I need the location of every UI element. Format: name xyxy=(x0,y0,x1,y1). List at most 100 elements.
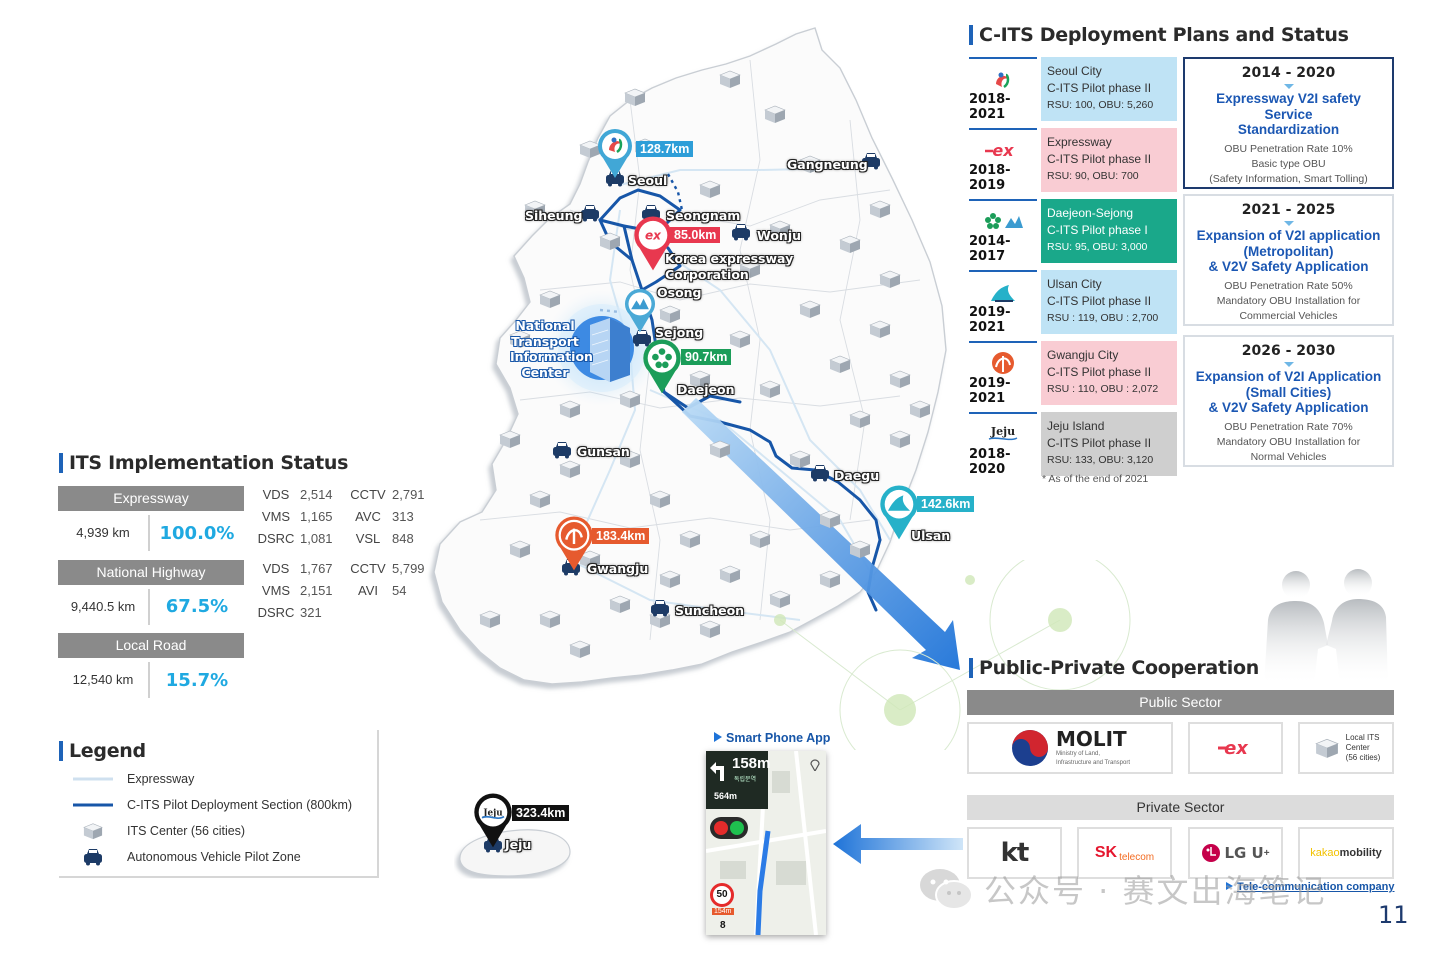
cits-phase: C-ITS Pilot phase I xyxy=(1047,223,1148,237)
plan-detail-line: Mandatory OBU Installation for xyxy=(1216,294,1361,307)
down-arrow-icon xyxy=(1283,221,1294,226)
ppc-section-title: Public-Private Cooperation xyxy=(969,658,1259,678)
cits-logo-cell: Jeju 2018-2020 xyxy=(969,412,1037,478)
cits-units: RSU: 133, OBU: 3,120 xyxy=(1047,454,1154,466)
city-label-siheung: Siheung xyxy=(525,208,583,223)
equipment-count: 2,151 xyxy=(300,582,333,598)
svg-text:ex: ex xyxy=(1224,738,1249,758)
cits-years: 2019-2021 xyxy=(969,376,1011,406)
equipment-type: VMS xyxy=(261,582,291,598)
city-label-ulsan: Ulsan xyxy=(911,528,951,543)
its-road-stats: 12,540 km 15.7% xyxy=(58,658,244,702)
cits-status-list: 2018-2021 Seoul City C-ITS Pilot phase I… xyxy=(969,57,1177,483)
plan-detail-line: Commercial Vehicles xyxy=(1239,309,1338,322)
city-label-osong: Osong xyxy=(657,285,702,300)
plan-goal-line: Expressway V2I safety xyxy=(1216,91,1361,106)
equipment-type: VSL xyxy=(355,531,381,546)
plan-detail-line: Basic type OBU xyxy=(1251,157,1326,170)
down-arrow-icon xyxy=(1283,362,1294,367)
svg-text:Jeju: Jeju xyxy=(990,425,1015,438)
cits-site-name: Expressway xyxy=(1047,135,1112,149)
legend-title: Legend xyxy=(59,741,146,761)
its-section-title: ITS Implementation Status xyxy=(59,453,348,473)
ex-logo-icon: ex xyxy=(985,141,1014,160)
plan-goal-line: Standardization xyxy=(1237,122,1340,137)
equipment-count: 321 xyxy=(300,604,322,620)
its-coverage-percent: 15.7% xyxy=(165,669,229,691)
its-road-type: Local Road xyxy=(58,633,244,658)
smartphone-app-label: Smart Phone App xyxy=(714,731,830,745)
molit-name: MOLIT xyxy=(1055,727,1127,751)
cits-info-card: Gwangju City C-ITS Pilot phase II RSU : … xyxy=(1041,341,1177,405)
kt-logo-box: kt xyxy=(967,827,1062,879)
cits-units: RSU: 100, OBU: 5,260 xyxy=(1047,99,1154,111)
legend-box: Expressway C-ITS Pilot Deployment Sectio… xyxy=(59,730,379,878)
city-label-wonju: Wonju xyxy=(757,228,802,243)
city-label-daegu: Daegu xyxy=(834,468,880,483)
legend-item-expressway: Expressway xyxy=(73,772,195,786)
page-number: 11 xyxy=(1378,901,1409,929)
svg-text:ex: ex xyxy=(645,229,662,243)
phone-screen: 158m 독립문역 564m 50 154m 8 xyxy=(706,751,826,935)
cits-site-name: Jeju Island xyxy=(1047,419,1105,433)
equipment-type: CCTV xyxy=(350,487,386,502)
its-center-cube-icon xyxy=(1315,738,1339,759)
cits-logo-cell: 2014-2017 xyxy=(969,199,1037,265)
watermark-text: 公众号 · 赛文出海笔记 xyxy=(984,872,1327,910)
cits-section-title: C-ITS Deployment Plans and Status xyxy=(969,25,1349,45)
ex-logo-icon: ex xyxy=(1217,738,1249,758)
phone-road-name: 독립문역 xyxy=(734,777,757,783)
cits-site-name: Ulsan City xyxy=(1047,277,1102,291)
city-label-gwangju: Gwangju xyxy=(587,561,649,576)
lg-face-icon xyxy=(1202,844,1221,862)
korea-map xyxy=(433,27,960,877)
cits-years: 2018-2019 xyxy=(969,163,1011,193)
equipment-count: 2,514 xyxy=(300,487,333,502)
city-label-seongnam: Seongnam xyxy=(666,208,741,223)
down-arrow-icon xyxy=(1283,84,1294,89)
daejeon-pin-icon xyxy=(643,339,681,394)
city-label-gangneung: Gangneung xyxy=(787,157,868,172)
its-road-length: 12,540 km xyxy=(58,662,150,698)
its-road-stats: 4,939 km 100.0% xyxy=(58,511,244,555)
equipment-type: VDS xyxy=(262,487,290,502)
gwangju-pin-icon xyxy=(555,516,593,571)
equipment-count: 313 xyxy=(392,509,414,524)
daejeon-sejong-logo-icon xyxy=(985,213,1023,229)
molit-logo-box: MOLIT Ministry of Land, Infrastructure a… xyxy=(967,722,1173,774)
play-arrow-icon xyxy=(714,732,722,742)
legend-item-its-center: ITS Center (56 cities) xyxy=(59,818,377,844)
jeju-logo-icon: Jeju xyxy=(988,425,1018,441)
sk-logo: SK xyxy=(1094,844,1118,861)
legend-item-av-zone: Autonomous Vehicle Pilot Zone xyxy=(59,844,377,870)
cits-info-card: Daejeon-Sejong C-ITS Pilot phase I RSU: … xyxy=(1041,199,1177,263)
city-label-gunsan: Gunsan xyxy=(577,444,630,459)
svg-text:ex: ex xyxy=(992,141,1014,160)
plan-goal-line: Service xyxy=(1264,106,1313,122)
svg-text:Jeju: Jeju xyxy=(482,809,503,819)
equipment-type xyxy=(346,604,390,622)
private-sector-header: Private Sector xyxy=(967,795,1394,820)
cits-years: 2018-2020 xyxy=(969,447,1011,477)
equipment-count: 1,165 xyxy=(300,509,333,524)
cits-phase: C-ITS Pilot phase II xyxy=(1047,294,1152,308)
cits-phase: C-ITS Pilot phase II xyxy=(1047,81,1152,95)
plan-detail-line: Mandatory OBU Installation for xyxy=(1216,435,1361,448)
km-tag-seoul: 128.7km xyxy=(636,141,694,157)
kt-logo: kt xyxy=(1000,838,1030,868)
city-label-sejong: Sejong xyxy=(655,325,704,340)
phone-bottom-distance: 154m xyxy=(712,908,734,915)
play-arrow-icon xyxy=(1226,882,1233,890)
kakao-logo: kakao xyxy=(1310,847,1340,859)
cits-info-card: Jeju Island C-ITS Pilot phase II RSU: 13… xyxy=(1041,412,1177,476)
plan-detail-line: Normal Vehicles xyxy=(1250,450,1327,463)
city-label-suncheon: Suncheon xyxy=(675,603,745,618)
plan-years: 2014 - 2020 xyxy=(1241,65,1336,81)
ulsan-pin-icon xyxy=(880,485,918,540)
telecom-company-label: Tele-communication company xyxy=(1226,881,1395,893)
equipment-type: VDS xyxy=(262,560,290,576)
